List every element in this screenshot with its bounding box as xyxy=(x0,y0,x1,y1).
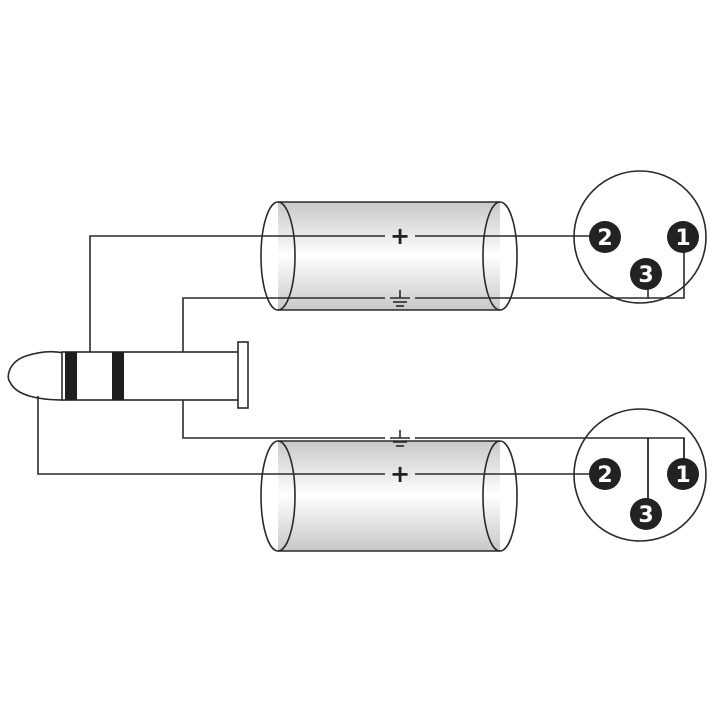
xlr-bottom-pin-2-label: 2 xyxy=(597,463,612,488)
top-shield-left-end xyxy=(260,201,296,311)
jack-tip xyxy=(7,350,65,401)
top-cable-shield xyxy=(260,201,518,311)
bottom-plus-sign: + xyxy=(390,460,410,488)
xlr-top-pin-1-label: 1 xyxy=(675,226,690,251)
xlr-bottom-pin-2 xyxy=(589,458,621,490)
xlr-bottom-housing xyxy=(573,408,707,542)
bottom-cable-shield xyxy=(260,440,518,552)
top-shield-right-end xyxy=(482,201,518,311)
xlr-bottom-pin-1-label: 1 xyxy=(675,463,690,488)
xlr-top-pin-3 xyxy=(630,258,662,290)
top-shield-body xyxy=(278,202,500,310)
bottom-shield-right-end xyxy=(482,440,518,552)
top-plus-sign: + xyxy=(390,222,410,250)
bottom-hot-wire xyxy=(37,396,385,475)
xlr-top-pin-2-label: 2 xyxy=(597,226,612,251)
xlr-top-housing xyxy=(573,170,707,304)
xlr-top-pin-3-label: 3 xyxy=(638,263,653,288)
jack-collar xyxy=(237,341,249,409)
top-ground-wire xyxy=(182,297,385,352)
xlr-connector-bottom: 2 1 3 xyxy=(573,408,707,542)
bottom-shield-body xyxy=(278,441,500,551)
jack-ring-band-2 xyxy=(112,352,124,400)
xlr-bottom-pin-1 xyxy=(667,458,699,490)
top-hot-wire xyxy=(89,235,385,352)
xlr-connector-top: 2 1 3 xyxy=(573,170,707,304)
top-ground-icon xyxy=(390,290,410,307)
jack-shaft xyxy=(61,351,241,401)
bottom-ground-icon xyxy=(390,430,410,447)
wires xyxy=(37,235,685,504)
xlr-bottom-pin-3 xyxy=(630,498,662,530)
xlr-bottom-pin-3-label: 3 xyxy=(638,503,653,528)
xlr-top-pin-1 xyxy=(667,221,699,253)
jack-ring-band-1 xyxy=(65,352,77,400)
bottom-ground-wire xyxy=(182,400,385,439)
trs-jack-plug xyxy=(7,341,249,409)
xlr-top-pin-2 xyxy=(589,221,621,253)
bottom-shield-left-end xyxy=(260,440,296,552)
